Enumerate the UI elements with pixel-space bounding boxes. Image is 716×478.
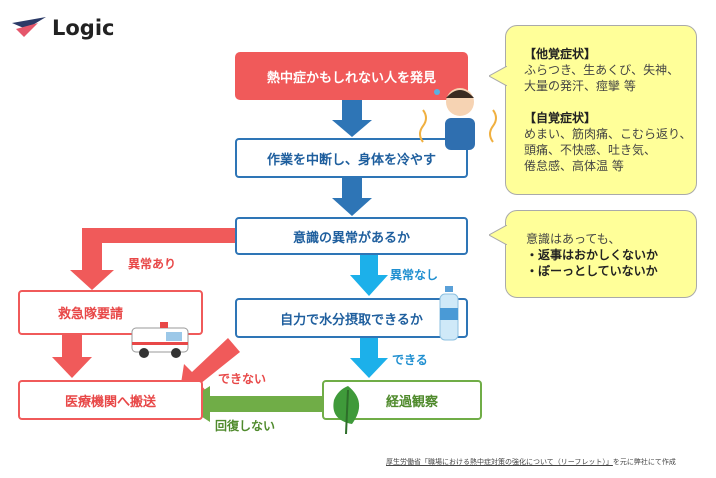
symptoms-callout: 【他覚症状】 ふらつき、生あくび、失神、 大量の発汗、痙攣 等 【自覚症状】 め… — [489, 25, 697, 195]
arrow-normal — [350, 255, 388, 296]
callout-intro: 意識はあっても、 — [526, 232, 621, 246]
cool-down-box: 作業を中断し、身体を冷やす — [235, 138, 468, 178]
source-suffix: を元に弊社にて作成 — [612, 458, 676, 466]
logo-mark-icon — [12, 17, 46, 37]
arrow-call-to-hospital — [52, 335, 92, 378]
arrow-can — [350, 338, 388, 378]
label-not-recovered: 回復しない — [215, 419, 276, 433]
footer-source: 厚生労働省「職場における熱中症対策の強化について（リーフレット）」を元に弊社にて… — [386, 457, 676, 467]
call-text: 救急隊要請 — [57, 307, 123, 322]
objective-line: ふらつき、生あくび、失神、 — [524, 63, 680, 77]
arrow-down-2 — [332, 178, 372, 216]
observe-text: 経過観察 — [385, 394, 438, 410]
label-abnormal: 異常あり — [128, 257, 177, 271]
label-cannot: できない — [218, 372, 267, 386]
subjective-line: 倦怠感、高体温 等 — [524, 159, 624, 173]
person-illustration — [419, 88, 497, 150]
hospital-text: 医療機関へ搬送 — [64, 394, 156, 410]
label-can: できる — [392, 353, 428, 367]
arrow-not-recovered — [182, 386, 322, 422]
step1-text: 作業を中断し、身体を冷やす — [266, 152, 436, 168]
check-point: ・ぼーっとしていないか — [526, 264, 658, 278]
step2-text: 意識の異常があるか — [292, 230, 410, 246]
subjective-line: めまい、筋肉痛、こむら返り、 — [524, 127, 692, 141]
label-normal: 異常なし — [390, 268, 439, 282]
water-bottle-icon — [439, 286, 459, 341]
consciousness-callout: 意識はあっても、 ・返事はおかしくないか ・ぼーっとしていないか — [489, 210, 697, 298]
subjective-symptoms-title: 【自覚症状】 — [524, 111, 597, 125]
hospital-box: 医療機関へ搬送 — [18, 380, 203, 420]
step3-text: 自力で水分摂取できるか — [280, 312, 423, 328]
leaf-icon — [333, 386, 360, 435]
subjective-line: 頭痛、不快感、吐き気、 — [524, 143, 657, 157]
arrow-down-1 — [332, 100, 372, 137]
logo: Logic — [12, 16, 115, 40]
arrow-cannot — [180, 338, 240, 393]
ambulance-icon — [131, 322, 189, 358]
logo-text: Logic — [52, 16, 115, 40]
start-text: 熱中症かもしれない人を発見 — [266, 70, 436, 86]
check-point: ・返事はおかしくないか — [526, 248, 659, 262]
hydration-box: 自力で水分摂取できるか — [235, 298, 468, 338]
start-box: 熱中症かもしれない人を発見 — [235, 52, 468, 100]
consciousness-box: 意識の異常があるか — [235, 217, 468, 255]
objective-line: 大量の発汗、痙攣 等 — [524, 79, 636, 93]
objective-symptoms-title: 【他覚症状】 — [524, 47, 597, 61]
arrow-abnormal — [70, 228, 235, 290]
source-link[interactable]: 厚生労働省「職場における熱中症対策の強化について（リーフレット）」 — [386, 458, 613, 466]
